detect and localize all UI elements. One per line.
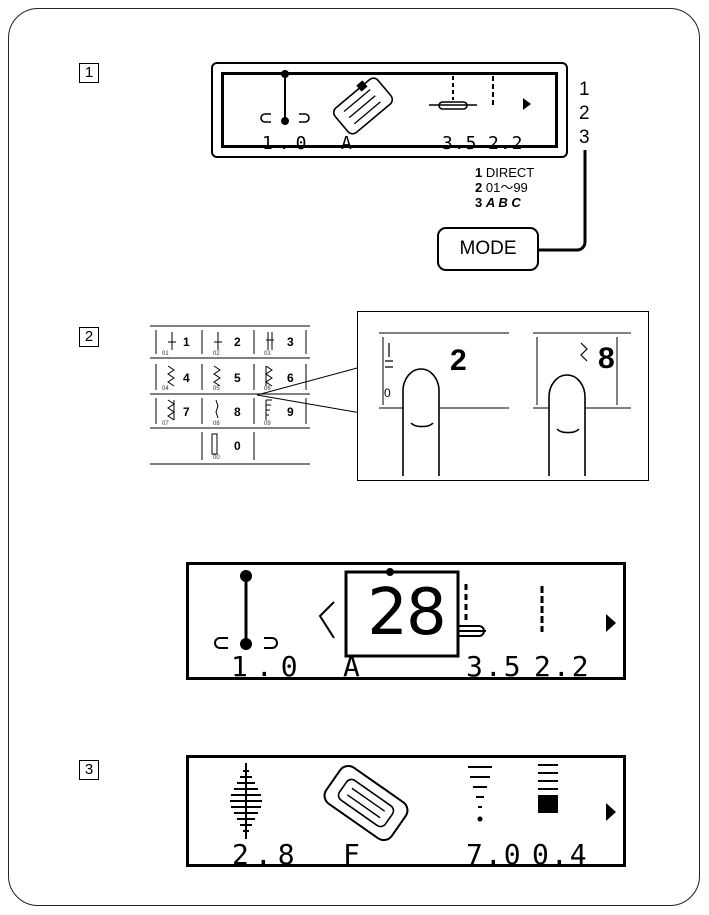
lcd-tension-value: 2.2 bbox=[488, 133, 524, 154]
mode-row-1: 1 bbox=[579, 79, 590, 100]
stitch-length-icon bbox=[429, 76, 477, 110]
lcd3-length-value: 7.0 bbox=[466, 838, 523, 871]
satin-stitch-icon bbox=[230, 763, 262, 839]
zoom-key-8: 8 bbox=[598, 342, 615, 375]
lcd-foot-label: A bbox=[341, 133, 352, 154]
lcd-icons-2 bbox=[214, 568, 616, 658]
pattern-code-02: 02 bbox=[213, 351, 220, 357]
pattern-code-07: 07 bbox=[162, 421, 169, 427]
mode-legend: 1 DIRECT 2 01～99 3 A B C bbox=[475, 165, 534, 210]
lcd-popup-number: 28 bbox=[367, 576, 446, 650]
step-number-3: 3 bbox=[79, 760, 99, 780]
pattern-code-09: 09 bbox=[264, 421, 271, 427]
lcd3-width-value: 2.8 bbox=[232, 838, 301, 871]
pattern-code-03: 03 bbox=[264, 351, 271, 357]
pattern-code-04: 04 bbox=[162, 386, 169, 392]
presser-foot-icon bbox=[323, 764, 409, 842]
legend-num-3: 3 bbox=[475, 195, 483, 210]
lcd-icons-3 bbox=[230, 763, 616, 842]
step-number-1: 1 bbox=[79, 63, 99, 83]
legend-num-2: 2 bbox=[475, 180, 483, 195]
pattern-code-05: 05 bbox=[213, 386, 220, 392]
lcd-display-outer bbox=[211, 62, 568, 158]
arrow-right-icon bbox=[523, 98, 531, 110]
page-frame bbox=[8, 8, 700, 906]
lcd2-tension-value: 2.2 bbox=[534, 650, 591, 683]
pattern-key-9[interactable]: 9 bbox=[287, 405, 294, 419]
pattern-key-6[interactable]: 6 bbox=[287, 371, 294, 385]
mode-row-2: 2 bbox=[579, 103, 590, 124]
popup-box bbox=[344, 570, 460, 658]
callout-lines bbox=[256, 366, 362, 414]
stitch-width-icon bbox=[260, 70, 310, 125]
lcd2-foot-label: A bbox=[343, 650, 360, 683]
legend-num-1: 1 bbox=[475, 165, 483, 180]
pattern-code-01: 01 bbox=[162, 351, 169, 357]
lcd3-foot-label: F bbox=[343, 838, 360, 871]
pattern-code-08: 08 bbox=[213, 421, 220, 427]
stitch-length-icon bbox=[468, 766, 492, 822]
pattern-code-00: 00 bbox=[213, 455, 220, 461]
pattern-grid-lines bbox=[150, 325, 310, 465]
zoom-panel-drawing bbox=[379, 332, 631, 476]
pattern-key-3[interactable]: 3 bbox=[287, 335, 294, 349]
arrow-right-icon bbox=[606, 614, 616, 632]
pattern-key-2[interactable]: 2 bbox=[234, 335, 241, 349]
lcd-display-inner bbox=[221, 72, 558, 148]
pattern-key-4[interactable]: 4 bbox=[183, 371, 190, 385]
lcd3-tension-value: 0.4 bbox=[532, 838, 589, 871]
lcd-icons-1 bbox=[260, 70, 531, 135]
lcd-display-2 bbox=[186, 562, 626, 680]
lcd-width-value: 1.0 bbox=[262, 133, 313, 154]
pattern-key-8[interactable]: 8 bbox=[234, 405, 241, 419]
pattern-code-06: 06 bbox=[264, 386, 271, 392]
lcd2-length-value: 3.5 bbox=[466, 650, 523, 683]
legend-text-2: 01～99 bbox=[485, 180, 528, 195]
lcd-length-value: 3.5 bbox=[442, 133, 478, 154]
pattern-key-5[interactable]: 5 bbox=[234, 371, 241, 385]
pattern-key-0[interactable]: 0 bbox=[234, 439, 241, 453]
zoom-key-2-sub: 0 bbox=[384, 386, 391, 400]
lcd2-width-value: 1.0 bbox=[231, 650, 306, 683]
zoom-key-2: 2 bbox=[450, 344, 467, 377]
lcd-display-3 bbox=[186, 755, 626, 867]
presser-foot-icon bbox=[332, 77, 394, 135]
pattern-key-1[interactable]: 1 bbox=[183, 335, 190, 349]
stitch-width-icon bbox=[214, 570, 278, 650]
mode-connector-line bbox=[538, 150, 587, 252]
legend-text-1: DIRECT bbox=[485, 165, 535, 180]
finger-left-icon bbox=[402, 368, 440, 476]
tension-icon bbox=[538, 764, 558, 813]
finger-right-icon bbox=[548, 374, 586, 476]
pattern-key-7[interactable]: 7 bbox=[183, 405, 190, 419]
arrow-right-icon bbox=[606, 803, 616, 821]
mode-button[interactable]: MODE bbox=[437, 227, 539, 271]
legend-text-3: A B C bbox=[485, 195, 521, 210]
step-number-2: 2 bbox=[79, 327, 99, 347]
mode-row-3: 3 bbox=[579, 127, 590, 148]
